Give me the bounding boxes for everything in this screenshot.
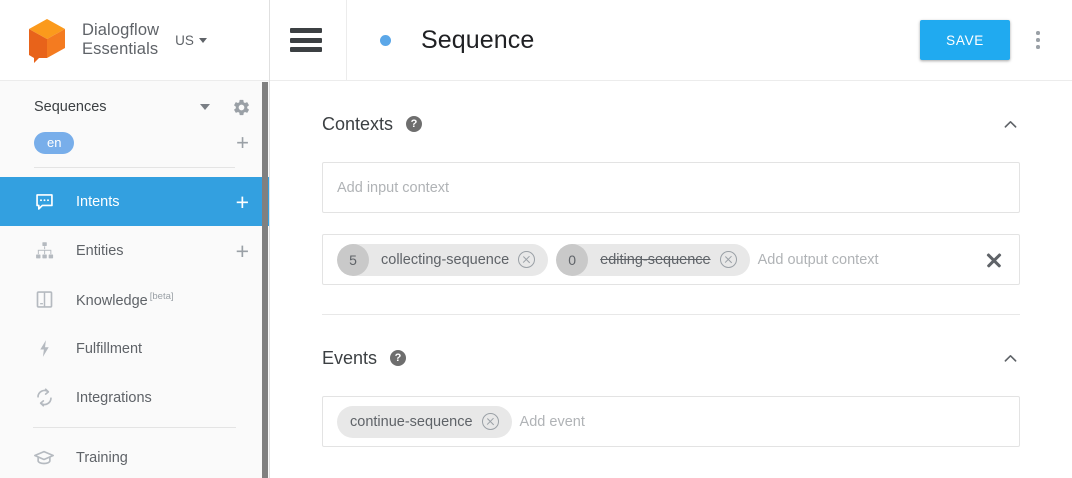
events-header: Events ?: [322, 341, 1020, 375]
brand-header: Dialogflow Essentials US: [0, 0, 269, 81]
add-intent-plus-icon[interactable]: +: [235, 188, 249, 215]
topbar-divider: [346, 0, 347, 81]
events-title: Events: [322, 347, 378, 368]
kebab-menu-icon[interactable]: [1024, 23, 1052, 57]
sidebar-item-training[interactable]: Training: [0, 433, 269, 478]
hierarchy-icon: [33, 240, 55, 262]
sidebar-item-label: Integrations: [76, 389, 152, 406]
page-title: Sequence: [421, 25, 535, 54]
content-area: Contexts ? Add input context 5 collectin…: [270, 81, 1072, 447]
dialogflow-cube-logo: [26, 17, 68, 63]
chip-label: continue-sequence: [350, 413, 473, 430]
hamburger-menu-icon[interactable]: [290, 28, 322, 52]
blue-status-dot: [380, 34, 391, 46]
gear-icon[interactable]: [232, 98, 251, 117]
sidebar-item-label: Knowledge[beta]: [76, 291, 174, 309]
sidebar-item-label: Training: [76, 449, 128, 466]
input-context-placeholder: Add input context: [337, 179, 450, 196]
language-chip-en[interactable]: en: [34, 132, 75, 154]
brand-name: Dialogflow Essentials: [82, 21, 159, 59]
chevron-up-icon[interactable]: [1000, 348, 1020, 368]
chip-remove-icon[interactable]: [481, 413, 499, 430]
sidebar-item-intents[interactable]: Intents +: [0, 177, 269, 226]
help-circle-icon[interactable]: ?: [406, 116, 423, 132]
chevron-down-icon[interactable]: [200, 104, 210, 110]
sidebar-item-entities[interactable]: Entities +: [0, 226, 269, 275]
sidebar-divider: [34, 167, 235, 168]
chat-bubble-icon: [33, 191, 55, 213]
agent-selector-row: Sequences: [0, 89, 269, 125]
chip-label: collecting-sequence: [381, 251, 510, 268]
chip-lifespan-badge: 5: [337, 243, 369, 276]
sidebar-item-integrations[interactable]: Integrations: [0, 373, 269, 422]
sidebar: Dialogflow Essentials US Sequences en +: [0, 0, 270, 478]
chevron-up-icon[interactable]: [1000, 114, 1020, 134]
brand-name-line2: Essentials: [82, 40, 159, 58]
sidebar-item-label: Intents: [76, 193, 120, 210]
events-placeholder: Add event: [519, 413, 585, 430]
contexts-title: Contexts: [322, 113, 394, 134]
sidebar-item-knowledge[interactable]: Knowledge[beta]: [0, 275, 269, 324]
chip-lifespan-badge: 0: [556, 243, 589, 276]
top-bar: Sequence SAVE: [270, 0, 1072, 81]
chip-label: editing-sequence: [600, 251, 711, 268]
output-context-chip[interactable]: 5 collecting-sequence: [337, 243, 549, 276]
contexts-section: Contexts ? Add input context 5 collectin…: [322, 81, 1020, 315]
events-section: Events ? continue-sequence Add event: [322, 315, 1020, 447]
main-panel: Sequence SAVE Contexts ?: [270, 0, 1072, 478]
lightning-bolt-icon: [33, 338, 55, 360]
sync-arrows-icon: [33, 387, 55, 409]
output-context-chip[interactable]: 0 editing-sequence: [556, 243, 750, 276]
page-title-wrap: Sequence: [347, 26, 534, 55]
input-context-field[interactable]: Add input context: [322, 162, 1020, 213]
language-row: en +: [0, 125, 269, 161]
graduation-cap-icon: [33, 447, 55, 469]
sidebar-item-label: Entities: [76, 242, 124, 259]
contexts-header: Contexts ?: [322, 107, 1020, 141]
close-x-icon[interactable]: [983, 249, 1005, 271]
section-divider: [322, 314, 1020, 315]
chip-remove-icon[interactable]: [719, 251, 737, 268]
chevron-down-icon: [198, 37, 207, 43]
brand-name-line1: Dialogflow: [82, 21, 160, 39]
output-context-field[interactable]: 5 collecting-sequence 0 editing-sequence…: [322, 234, 1020, 285]
sidebar-scrollbar[interactable]: [262, 82, 268, 478]
beta-badge: [beta]: [149, 290, 174, 302]
chip-remove-icon[interactable]: [518, 251, 536, 268]
topbar-actions: SAVE: [920, 20, 1072, 60]
sidebar-nav-divider: [33, 427, 236, 428]
sidebar-item-label: Fulfillment: [76, 340, 143, 357]
region-selector[interactable]: US: [175, 33, 207, 48]
sidebar-nav: Intents + Entities +: [0, 177, 269, 478]
knowledge-label-text: Knowledge: [76, 292, 148, 309]
sidebar-item-fulfillment[interactable]: Fulfillment: [0, 324, 269, 373]
add-entity-plus-icon[interactable]: +: [235, 237, 249, 264]
agent-name[interactable]: Sequences: [34, 99, 107, 115]
help-circle-icon[interactable]: ?: [390, 350, 407, 366]
event-chip[interactable]: continue-sequence: [337, 405, 512, 438]
region-label: US: [175, 32, 194, 48]
save-button[interactable]: SAVE: [920, 20, 1010, 60]
book-icon: [33, 289, 55, 311]
add-language-plus-icon[interactable]: +: [236, 130, 249, 155]
output-context-placeholder: Add output context: [757, 251, 879, 268]
events-field[interactable]: continue-sequence Add event: [322, 396, 1020, 447]
